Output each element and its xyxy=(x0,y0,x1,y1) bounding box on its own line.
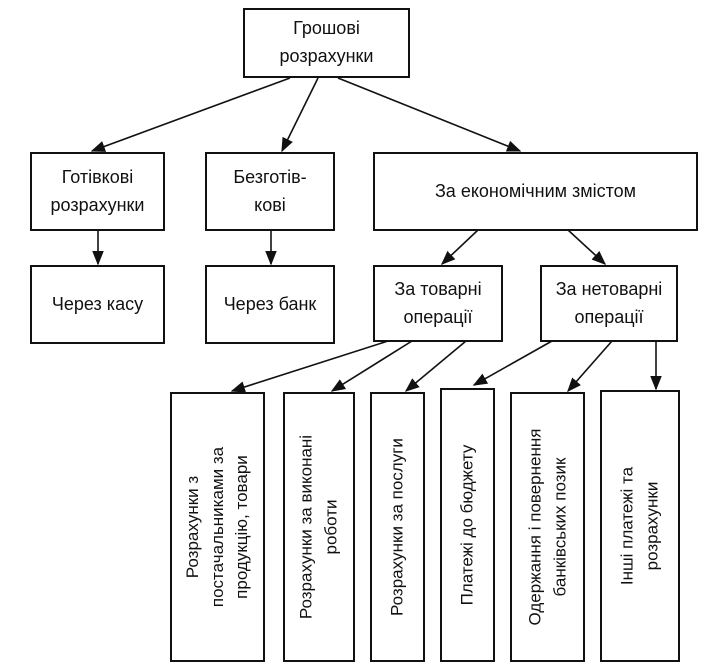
leaf-works-node: Розрахунки за виконані роботи xyxy=(283,392,355,662)
leaf-services-node: Розрахунки за послуги xyxy=(370,392,425,662)
via-cash-node: Через касу xyxy=(30,265,165,344)
via-cash-label: Через касу xyxy=(51,293,144,314)
economic-content-label: За економічним змістом xyxy=(434,180,637,201)
leaf-other-node: Інші платежі та розрахунки xyxy=(600,390,680,662)
arrow-commodity-to-suppliers xyxy=(230,340,389,393)
non-commodity-operations-node: За нетоварні операції xyxy=(540,265,678,342)
non-cash-settlements-label: Безготів- кові xyxy=(233,166,307,215)
cash-settlements-label: Готівкові розрахунки xyxy=(50,166,145,215)
root-node-label: Грошові розрахунки xyxy=(279,18,374,66)
arrow-root-to-cash xyxy=(90,77,291,152)
leaf-budget-label: Платежі до бюджету xyxy=(457,444,477,606)
arrow-commodity-to-works xyxy=(330,340,413,392)
arrow-noncommodity-to-budget xyxy=(472,340,553,386)
root-node: Грошові розрахунки xyxy=(243,8,410,78)
leaf-suppliers-label: Розрахунки з постачальниками за продукці… xyxy=(182,446,251,608)
leaf-budget-node: Платежі до бюджету xyxy=(440,388,495,662)
non-cash-settlements-node: Безготів- кові xyxy=(205,152,335,231)
commodity-operations-node: За товарні операції xyxy=(373,265,503,342)
arrow-economic-to-noncommodity xyxy=(567,229,607,265)
leaf-suppliers-node: Розрахунки з постачальниками за продукці… xyxy=(170,392,265,662)
leaf-other-label: Інші платежі та розрахунки xyxy=(617,466,661,586)
commodity-operations-label: За товарні операції xyxy=(394,278,482,327)
arrow-economic-to-commodity xyxy=(440,229,479,265)
arrow-root-to-noncash xyxy=(281,77,319,153)
non-commodity-operations-label: За нетоварні операції xyxy=(555,278,663,327)
cash-settlements-node: Готівкові розрахунки xyxy=(30,152,165,231)
leaf-services-label: Розрахунки за послуги xyxy=(387,438,407,616)
arrow-noncommodity-to-loans xyxy=(567,340,613,393)
arrow-commodity-to-services xyxy=(404,340,467,392)
arrow-root-to-economic xyxy=(337,77,522,152)
via-bank-node: Через банк xyxy=(205,265,335,344)
leaf-works-label: Розрахунки за виконані роботи xyxy=(296,434,340,620)
leaf-loans-label: Одержання і повернення банківських позик xyxy=(524,428,569,626)
via-bank-label: Через банк xyxy=(223,293,317,314)
economic-content-node: За економічним змістом xyxy=(373,152,698,231)
leaf-loans-node: Одержання і повернення банківських позик xyxy=(510,392,585,662)
